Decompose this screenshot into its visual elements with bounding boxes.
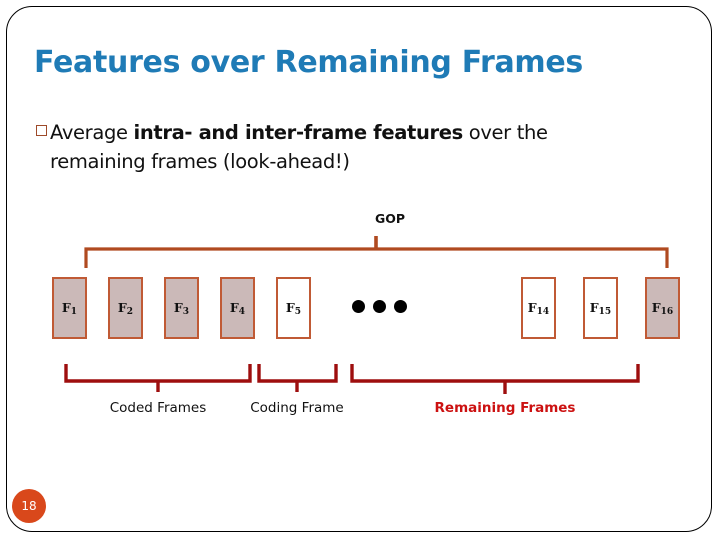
frame-box-f3: F3 xyxy=(164,277,199,339)
bullet-text: Average intra- and inter-frame features … xyxy=(50,118,548,147)
gop-label: GOP xyxy=(374,211,406,226)
frame-label: F14 xyxy=(527,299,550,317)
frame-box-f5: F5 xyxy=(276,277,311,339)
frame-label: F3 xyxy=(173,299,190,317)
group-label: Coding Frame xyxy=(250,400,344,416)
frame-box-f16: F16 xyxy=(645,277,680,339)
frame-label: F5 xyxy=(285,299,302,317)
frame-label: F2 xyxy=(117,299,134,317)
frame-label-subscript: 4 xyxy=(238,307,246,317)
page-title: Features over Remaining Frames xyxy=(34,45,583,80)
frame-label-subscript: 1 xyxy=(70,307,78,317)
frame-box-f2: F2 xyxy=(108,277,143,339)
group-label: Remaining Frames xyxy=(434,400,576,416)
ellipsis-dot xyxy=(352,300,365,313)
bullet-text-line2: remaining frames (look-ahead!) xyxy=(50,150,350,173)
list-item: Average intra- and inter-frame features … xyxy=(36,118,636,147)
slide-border xyxy=(6,6,712,532)
frame-label-subscript: 16 xyxy=(660,307,674,317)
frame-label-subscript: 5 xyxy=(294,307,302,317)
gop-bracket xyxy=(84,236,669,268)
bullet-list: Average intra- and inter-frame features … xyxy=(36,118,636,176)
bullet-text-bold: intra- and inter-frame features xyxy=(133,121,463,144)
ellipsis-icon xyxy=(352,300,407,313)
coding-frame-bracket xyxy=(257,364,338,392)
remaining-frames-bracket xyxy=(350,364,640,394)
frame-box-f15: F15 xyxy=(583,277,618,339)
slide-number-badge: 18 xyxy=(12,489,46,523)
frame-box-f14: F14 xyxy=(521,277,556,339)
frame-box-f4: F4 xyxy=(220,277,255,339)
coded-frames-bracket xyxy=(64,364,252,392)
group-label: Coded Frames xyxy=(109,400,207,416)
ellipsis-dot xyxy=(373,300,386,313)
frame-label: F15 xyxy=(589,299,612,317)
bullet-text-post: over the xyxy=(462,121,548,144)
frame-box-f1: F1 xyxy=(52,277,87,339)
frame-label-subscript: 15 xyxy=(598,307,612,317)
frame-label: F1 xyxy=(61,299,78,317)
frame-label: F4 xyxy=(229,299,246,317)
frame-label-subscript: 3 xyxy=(182,307,190,317)
ellipsis-dot xyxy=(394,300,407,313)
hollow-square-bullet-icon xyxy=(36,125,47,136)
bullet-text-pre: Average xyxy=(50,121,134,144)
frame-label: F16 xyxy=(651,299,674,317)
frame-label-subscript: 2 xyxy=(126,307,134,317)
frame-label-subscript: 14 xyxy=(536,307,550,317)
